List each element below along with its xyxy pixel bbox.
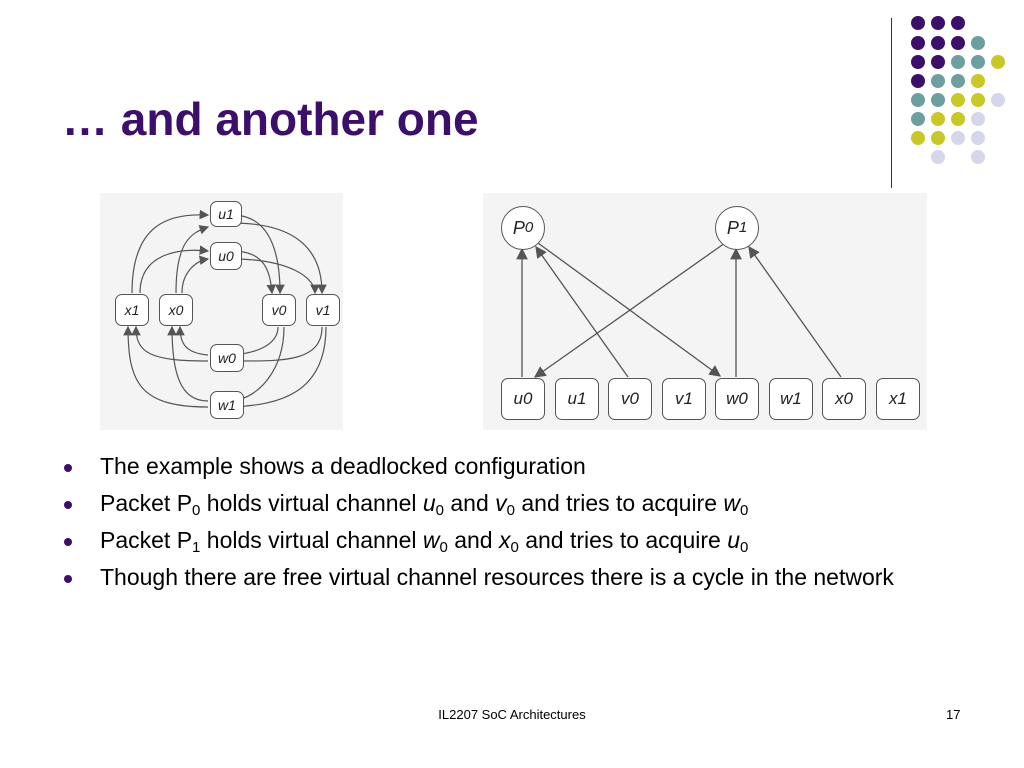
- channel-symbol: u: [422, 490, 436, 516]
- dot: [931, 131, 945, 145]
- bullet-text: and tries to acquire: [518, 527, 728, 553]
- channel-symbol: w: [723, 490, 741, 516]
- dot: [971, 74, 985, 88]
- bullet-item: Packet P0 holds virtual channel u0 and v…: [64, 489, 950, 519]
- subscript: 0: [740, 502, 749, 519]
- bullet-text: and: [444, 490, 496, 516]
- holding-arrows: [516, 242, 842, 378]
- page-number: 17: [946, 707, 961, 722]
- subscript: 0: [506, 502, 515, 519]
- subscript: 0: [435, 502, 444, 519]
- channel-v1: v1: [662, 378, 706, 420]
- channel-u1: u1: [555, 378, 599, 420]
- dot: [971, 36, 985, 50]
- node-x0: x0: [159, 294, 193, 326]
- node-v0: v0: [262, 294, 296, 326]
- bullet-list: The example shows a deadlocked configura…: [64, 452, 950, 600]
- subscript: 0: [740, 539, 749, 556]
- channel-x1: x1: [876, 378, 920, 420]
- bullet-text: The example shows a deadlocked configura…: [100, 453, 586, 479]
- dot: [951, 55, 965, 69]
- dot: [911, 36, 925, 50]
- bullet-item: The example shows a deadlocked configura…: [64, 452, 950, 480]
- subscript: 0: [510, 539, 519, 556]
- dot: [971, 93, 985, 107]
- dot: [951, 74, 965, 88]
- bullet-text: Packet P: [100, 490, 193, 516]
- channel-x0: x0: [822, 378, 866, 420]
- dot: [931, 16, 945, 30]
- footer-text: IL2207 SoC Architectures: [438, 707, 586, 722]
- node-w1: w1: [210, 391, 244, 419]
- channel-dependency-figure: u1 u0 x1 x0 v0 v1 w0 w1: [100, 193, 343, 430]
- packet-p0-label: P: [512, 217, 525, 238]
- channel-w0: w0: [715, 378, 759, 420]
- packet-p1-label: P: [726, 217, 739, 238]
- dot: [911, 112, 925, 126]
- bullet-text: Though there are free virtual channel re…: [100, 564, 894, 590]
- dot: [971, 131, 985, 145]
- dot: [931, 93, 945, 107]
- dot: [951, 16, 965, 30]
- bullet-text: holds virtual channel: [200, 527, 423, 553]
- bullet-item: Though there are free virtual channel re…: [64, 563, 950, 591]
- dot: [951, 112, 965, 126]
- dot: [911, 74, 925, 88]
- node-w0: w0: [210, 344, 244, 372]
- dot: [951, 131, 965, 145]
- bullet-text: and tries to acquire: [515, 490, 724, 516]
- dot: [991, 55, 1005, 69]
- dot: [911, 55, 925, 69]
- dot: [931, 112, 945, 126]
- channel-w1: w1: [769, 378, 813, 420]
- dot: [911, 131, 925, 145]
- channel-symbol: v: [495, 490, 507, 516]
- bullet-text: and: [447, 527, 499, 553]
- dot: [911, 93, 925, 107]
- dot: [971, 112, 985, 126]
- dot: [931, 150, 945, 164]
- dot: [971, 150, 985, 164]
- channel-symbol: w: [422, 527, 440, 553]
- bullet-text: holds virtual channel: [200, 490, 423, 516]
- node-u1: u1: [210, 201, 242, 227]
- channel-v0: v0: [608, 378, 652, 420]
- channel-u0: u0: [501, 378, 545, 420]
- divider-line: [891, 18, 892, 188]
- subscript: 0: [439, 539, 448, 556]
- channel-symbol: x: [498, 527, 511, 553]
- dot: [991, 93, 1005, 107]
- bullet-item: Packet P1 holds virtual channel w0 and x…: [64, 526, 950, 556]
- channel-symbol: u: [727, 527, 741, 553]
- dot: [951, 36, 965, 50]
- dot: [931, 36, 945, 50]
- node-v1: v1: [306, 294, 340, 326]
- subscript: 1: [192, 539, 201, 556]
- bullet-text: Packet P: [100, 527, 193, 553]
- dot: [971, 55, 985, 69]
- dot: [911, 16, 925, 30]
- dot: [951, 93, 965, 107]
- node-u0: u0: [210, 242, 242, 270]
- dot: [931, 55, 945, 69]
- dot: [931, 74, 945, 88]
- subscript: 0: [192, 502, 201, 519]
- node-x1: x1: [115, 294, 149, 326]
- slide-title: … and another one: [62, 93, 479, 145]
